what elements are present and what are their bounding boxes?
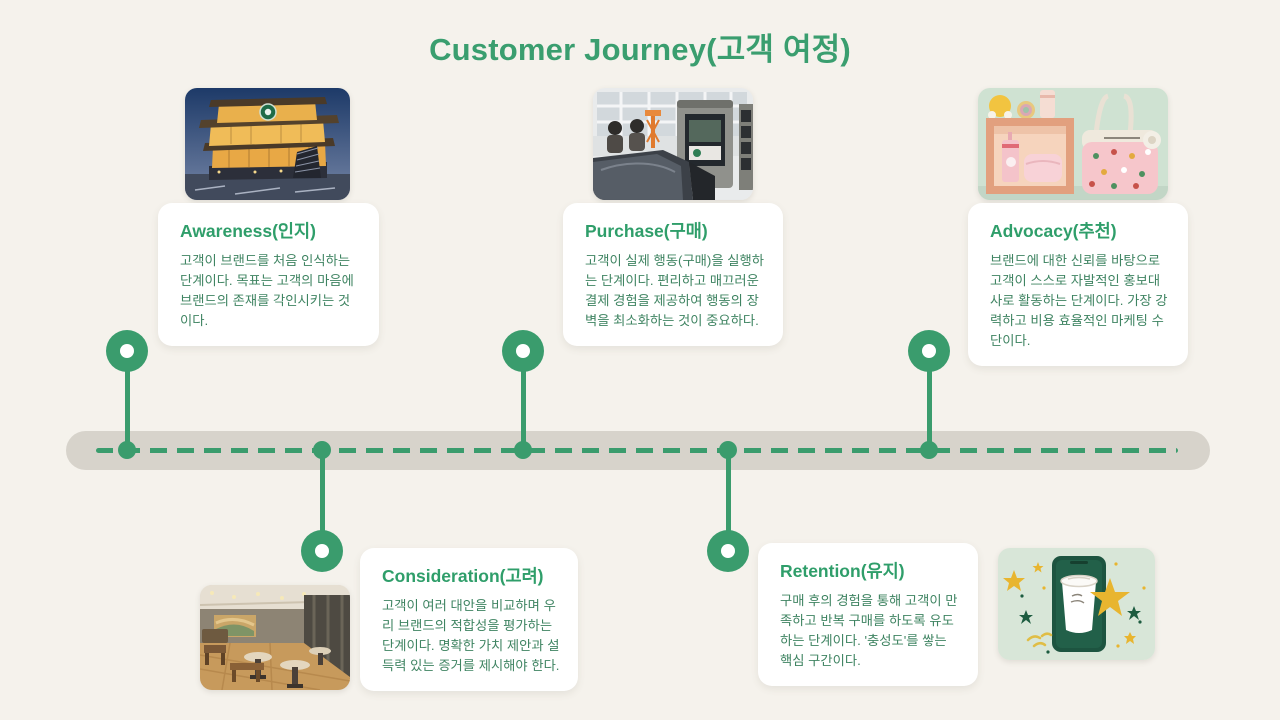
timeline-node-retention	[719, 441, 737, 459]
stage-description-advocacy: 브랜드에 대한 신뢰를 바탕으로 고객이 스스로 자발적인 홍보대사로 활동하는…	[990, 253, 1168, 348]
timeline-dashed-line	[96, 448, 1178, 453]
stage-description-retention: 구매 후의 경험을 통해 고객이 만족하고 반복 구매를 하도록 유도하는 단계…	[780, 593, 958, 668]
marker-stem-awareness	[125, 352, 130, 452]
consideration-cafe-interior-image	[200, 585, 350, 690]
stage-card-advocacy: Advocacy(추천) 브랜드에 대한 신뢰를 바탕으로 고객이 스스로 자발…	[968, 203, 1188, 366]
stage-title-awareness: Awareness(인지)	[180, 221, 316, 241]
stage-description-awareness: 고객이 브랜드를 처음 인식하는 단계이다. 목표는 고객의 마음에 브랜드의 …	[180, 253, 354, 328]
stage-description-purchase: 고객이 실제 행동(구매)을 실행하는 단계이다. 편리하고 매끄러운 결제 경…	[585, 253, 764, 328]
awareness-store-image	[185, 88, 350, 200]
stage-title-retention: Retention(유지)	[780, 561, 905, 581]
stage-card-consideration: Consideration(고려) 고객이 여러 대안을 비교하며 우리 브랜드…	[360, 548, 578, 691]
stage-marker-icon-awareness	[106, 330, 148, 372]
stage-title-advocacy: Advocacy(추천)	[990, 221, 1117, 241]
stage-card-awareness: Awareness(인지) 고객이 브랜드를 처음 인식하는 단계이다. 목표는…	[158, 203, 379, 346]
marker-stem-consideration	[320, 452, 325, 552]
stage-description-consideration: 고객이 여러 대안을 비교하며 우리 브랜드의 적합성을 평가하는 단계이다. …	[382, 598, 560, 673]
stage-marker-icon-advocacy	[908, 330, 950, 372]
stage-card-retention: Retention(유지) 구매 후의 경험을 통해 고객이 만족하고 반복 구…	[758, 543, 978, 686]
marker-stem-purchase	[521, 352, 526, 452]
stage-marker-icon-consideration	[301, 530, 343, 572]
retention-rewards-app-image	[998, 548, 1155, 660]
stage-marker-icon-retention	[707, 530, 749, 572]
timeline-node-purchase	[514, 441, 532, 459]
timeline-node-consideration	[313, 441, 331, 459]
purchase-drive-thru-image	[593, 88, 753, 200]
stage-title-consideration: Consideration(고려)	[382, 566, 544, 586]
stage-card-purchase: Purchase(구매) 고객이 실제 행동(구매)을 실행하는 단계이다. 편…	[563, 203, 783, 346]
timeline-node-awareness	[118, 441, 136, 459]
marker-stem-retention	[726, 452, 731, 552]
page-title: Customer Journey(고객 여정)	[429, 32, 851, 67]
advocacy-merchandise-image	[978, 88, 1168, 200]
timeline-node-advocacy	[920, 441, 938, 459]
stage-title-purchase: Purchase(구매)	[585, 221, 708, 241]
stage-marker-icon-purchase	[502, 330, 544, 372]
marker-stem-advocacy	[927, 352, 932, 452]
